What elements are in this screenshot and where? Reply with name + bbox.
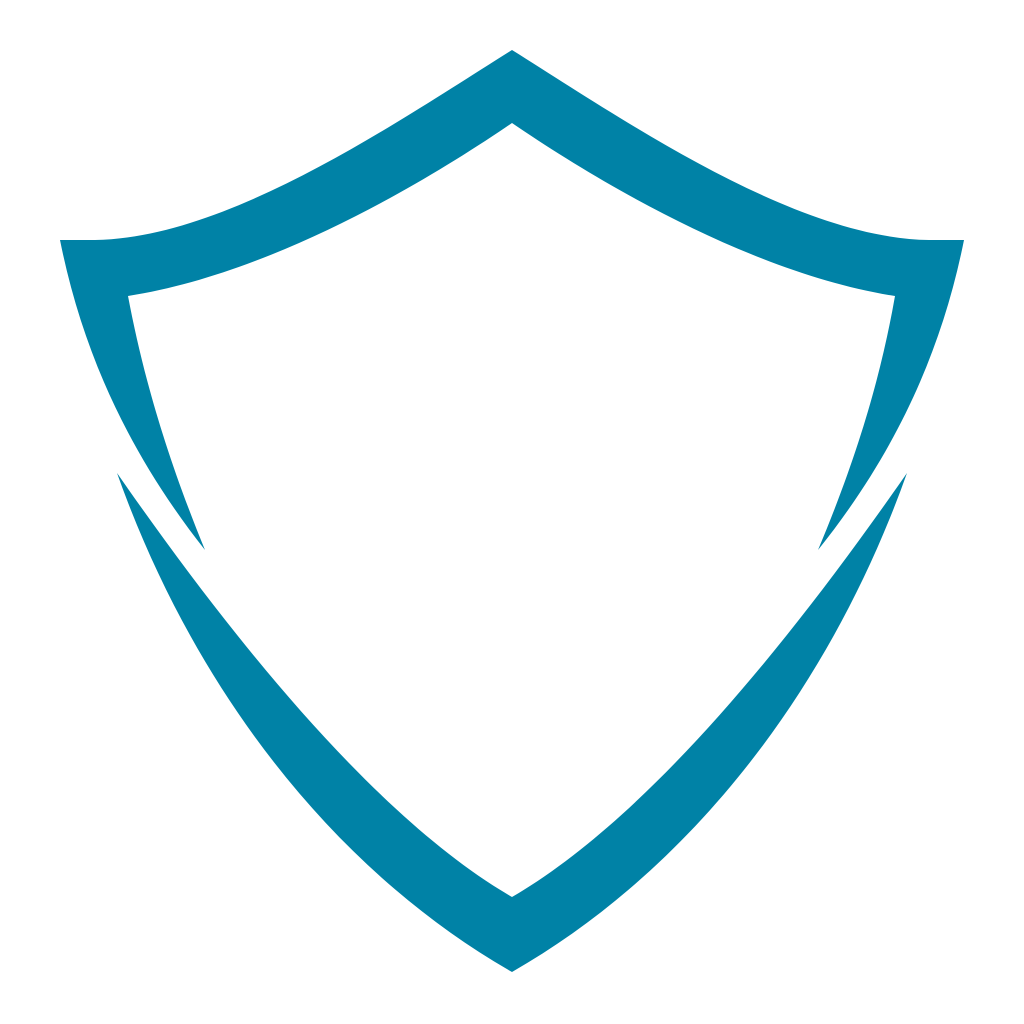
shield-upper-band bbox=[60, 50, 964, 550]
shield-lower-band bbox=[117, 473, 907, 972]
